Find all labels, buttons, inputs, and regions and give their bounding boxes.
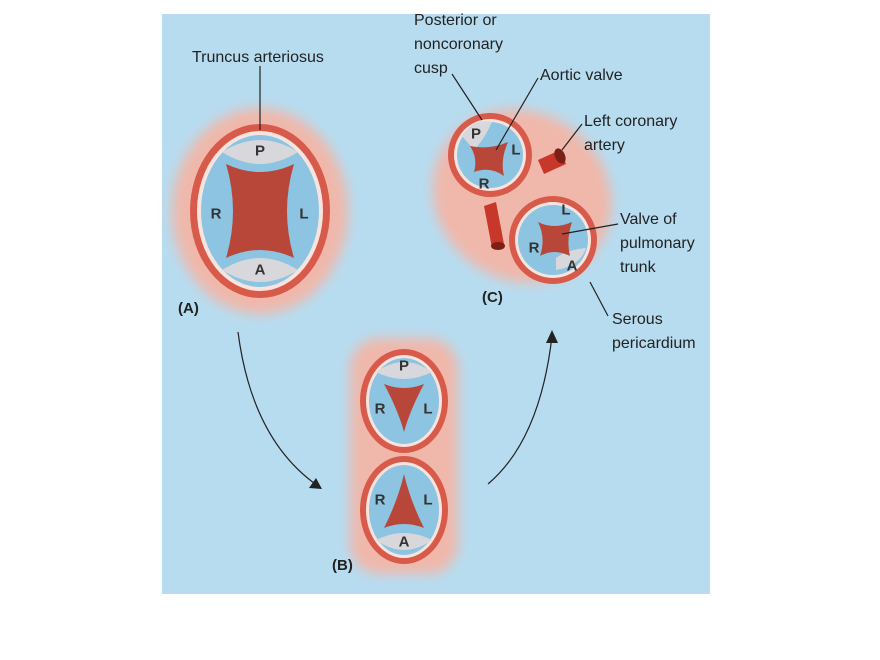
panel-b-separation: P R L R L A: [350, 338, 458, 574]
arrow-a-to-b-head: [309, 478, 322, 489]
pulmonary-cusp-a: [556, 248, 586, 270]
aortic-valve-shape: [470, 142, 508, 176]
arrow-a-to-b: [237, 331, 319, 487]
lower-cusp-a: [376, 533, 432, 550]
right-coronary-opening: [491, 242, 505, 250]
label-pulmonary-line1: Valve of: [620, 211, 677, 228]
cusp-p-shape: [222, 140, 298, 164]
label-serous-line2: pericardium: [612, 335, 696, 352]
b-lower-label-r: R: [375, 492, 386, 509]
upper-valve-center: [384, 384, 424, 432]
leader-aortic-valve: [495, 77, 539, 151]
panel-c-final: P L R L R A: [432, 109, 612, 284]
label-posterior-line2: noncoronary: [414, 36, 503, 53]
label-left-coronary-line2: artery: [584, 137, 625, 154]
arrow-b-to-c-head: [546, 330, 558, 343]
b-lower-label-l: L: [423, 492, 432, 509]
cusp-label-a: A: [255, 262, 266, 279]
cusp-label-p: P: [255, 143, 265, 160]
aorta-cusp-p: [462, 121, 492, 150]
pulmonary-valve-shape: [538, 222, 572, 256]
b-upper-label-r: R: [375, 401, 386, 418]
leader-pulmonary-valve: [561, 223, 619, 235]
cusp-label-r: R: [211, 206, 222, 223]
truncus-valve-center: [226, 164, 294, 258]
lower-valve-center: [384, 474, 424, 528]
left-coronary-opening: [554, 148, 566, 164]
label-serous-line1: Serous: [612, 311, 663, 328]
c-pulm-label-l: L: [561, 202, 570, 219]
label-pulmonary-line2: pulmonary: [620, 235, 695, 252]
b-upper-label-l: L: [423, 401, 432, 418]
label-truncus-arteriosus: Truncus arteriosus: [192, 49, 324, 66]
leader-left-coronary: [561, 123, 583, 151]
label-pulmonary-line3: trunk: [620, 259, 657, 276]
leader-serous-pericardium: [589, 281, 609, 317]
right-coronary-artery-shape: [484, 202, 504, 248]
c-aorta-label-p: P: [471, 126, 481, 143]
b-lower-label-a: A: [399, 534, 410, 551]
b-upper-label-p: P: [399, 358, 409, 375]
cusp-a-shape: [222, 258, 298, 282]
c-pulm-label-r: R: [529, 240, 540, 257]
c-aorta-label-r: R: [479, 176, 490, 193]
panel-a-truncus: P R L A: [172, 108, 348, 314]
leader-posterior-cusp: [451, 73, 483, 121]
c-pulm-label-a: A: [567, 258, 578, 275]
panel-label-b: (B): [332, 557, 353, 574]
upper-cusp-p: [376, 362, 432, 379]
label-posterior-line1: Posterior or: [414, 12, 497, 29]
arrow-b-to-c: [487, 335, 553, 485]
cusp-label-l: L: [299, 206, 308, 223]
panel-label-c: (C): [482, 289, 503, 306]
label-aortic-valve: Aortic valve: [540, 67, 623, 84]
c-aorta-label-l: L: [511, 142, 520, 159]
label-left-coronary-line1: Left coronary: [584, 113, 677, 130]
panel-label-a: (A): [178, 300, 199, 317]
label-posterior-line3: cusp: [414, 60, 448, 77]
